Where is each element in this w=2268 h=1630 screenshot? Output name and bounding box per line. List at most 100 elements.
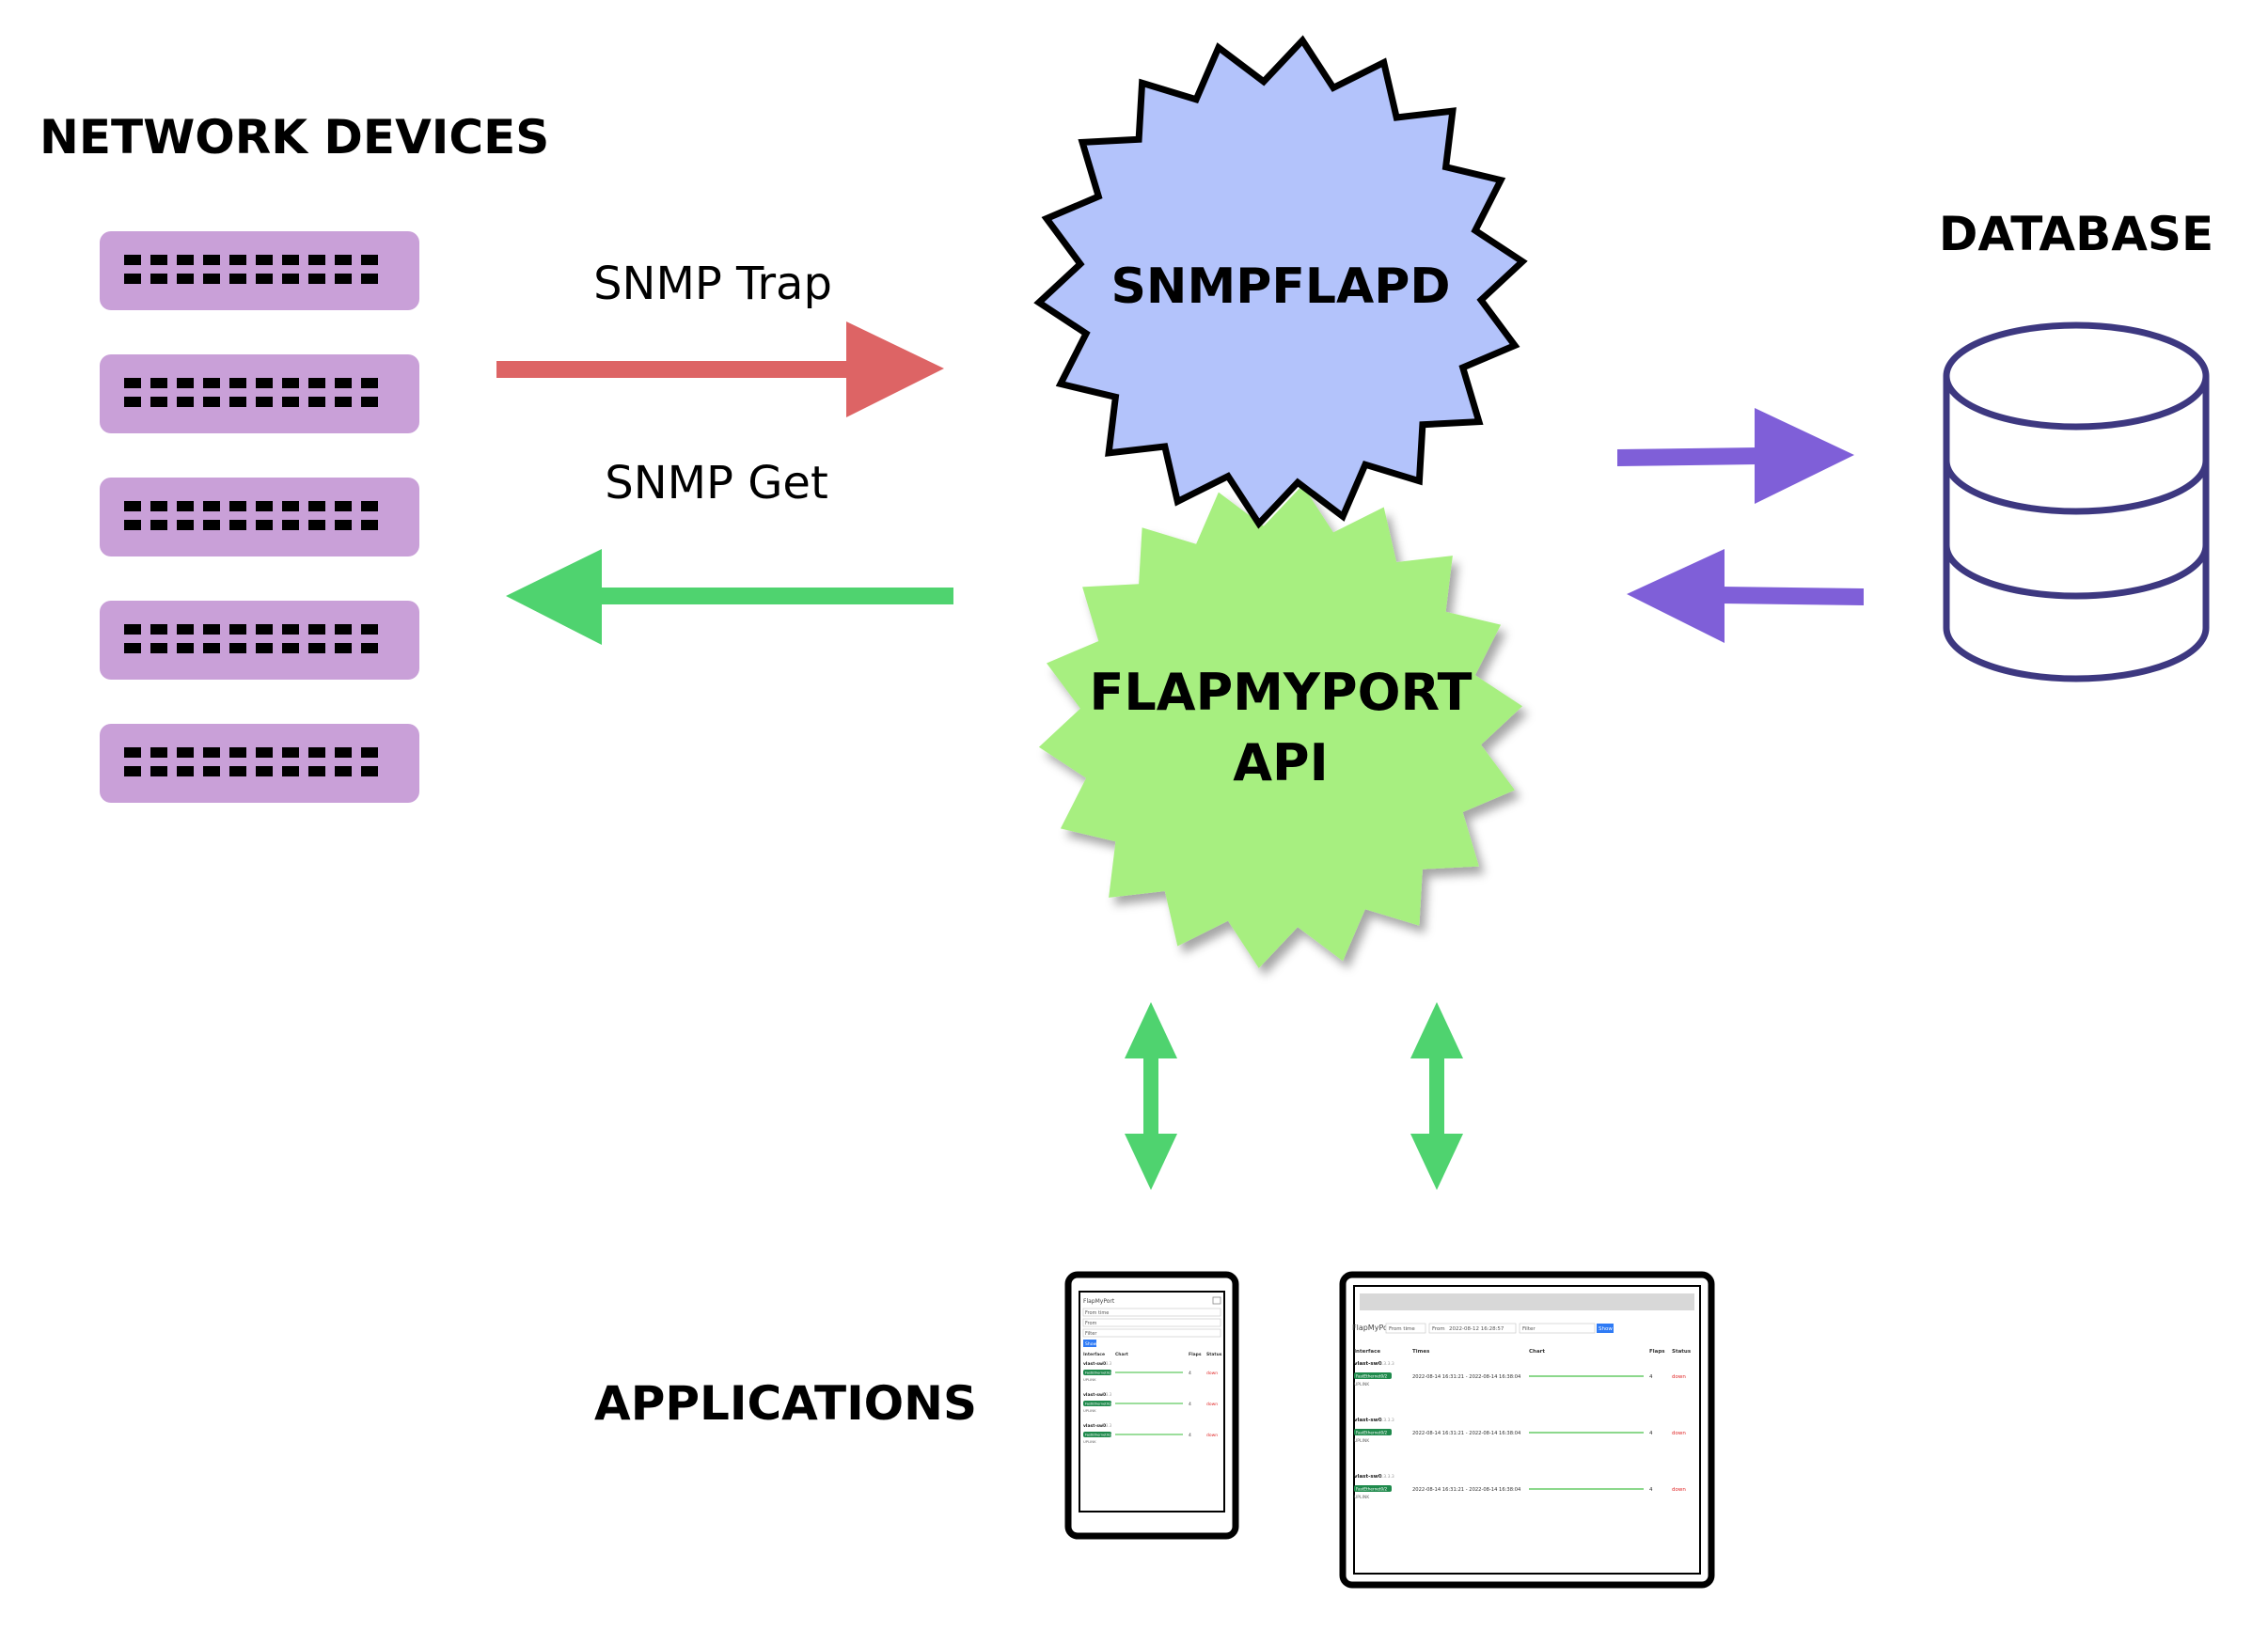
interface-desc: UPLINK bbox=[1083, 1377, 1096, 1382]
switch-port bbox=[308, 643, 325, 653]
interface-desc: UPLINK bbox=[1083, 1439, 1096, 1444]
switch-port bbox=[256, 624, 273, 635]
switch-port bbox=[150, 747, 167, 758]
switch-port bbox=[256, 747, 273, 758]
flapmyport-api-node: FLAPMYPORT API bbox=[1038, 485, 1523, 968]
tablet-time-select[interactable] bbox=[1082, 1308, 1221, 1317]
switch-port bbox=[335, 397, 352, 407]
switch-port bbox=[203, 747, 220, 758]
arrow-shaft bbox=[1143, 1053, 1158, 1141]
switch-port bbox=[335, 766, 352, 776]
switch-port bbox=[203, 255, 220, 265]
switch-port bbox=[229, 274, 246, 284]
switch-port bbox=[229, 643, 246, 653]
host-ip: 3.3.3 bbox=[1102, 1423, 1112, 1428]
laptop-filter-label: Filter bbox=[1522, 1326, 1536, 1332]
laptop-filter-input[interactable] bbox=[1519, 1323, 1596, 1334]
port-status: down bbox=[1672, 1487, 1686, 1493]
switch-port bbox=[256, 501, 273, 511]
switch-body bbox=[100, 724, 419, 803]
api-app-arrow-left bbox=[1125, 1002, 1177, 1190]
switch-port bbox=[177, 274, 194, 284]
switch-port bbox=[150, 397, 167, 407]
laptop-table-row[interactable]: vlast-sw03.3.3.3FastEthernet0/2UPLINK202… bbox=[1354, 1418, 1686, 1444]
tablet-app-title: FlapMyPort bbox=[1083, 1298, 1115, 1305]
flap-times: 2022-08-14 16:31:21 - 2022-08-14 16:38:0… bbox=[1412, 1487, 1521, 1493]
host-ip: 3.3.3.3 bbox=[1379, 1474, 1394, 1480]
interface-badge bbox=[1354, 1372, 1392, 1379]
tablet-from-input[interactable] bbox=[1082, 1318, 1221, 1327]
host-name: vlast-sw0 bbox=[1354, 1474, 1382, 1480]
switch-port bbox=[229, 501, 246, 511]
interface-badge bbox=[1083, 1432, 1111, 1437]
laptop-header-cell: Interface bbox=[1354, 1349, 1380, 1355]
switch-port bbox=[282, 624, 299, 635]
laptop-header-cell: Flaps bbox=[1649, 1349, 1665, 1355]
switch-port bbox=[335, 624, 352, 635]
laptop-browser-bar bbox=[1360, 1293, 1694, 1310]
interface-desc: UPLINK bbox=[1083, 1408, 1096, 1413]
switch-port bbox=[150, 520, 167, 530]
switch-port bbox=[256, 397, 273, 407]
host-ip: 3.3.3.3 bbox=[1379, 1361, 1394, 1367]
switch-port bbox=[282, 378, 299, 388]
host-name: vlast-sw0 bbox=[1083, 1392, 1106, 1398]
tablet-menu-icon[interactable] bbox=[1212, 1296, 1221, 1305]
switch-port bbox=[308, 255, 325, 265]
host-name: vlast-sw0 bbox=[1083, 1361, 1106, 1367]
laptop-header-cell: Chart bbox=[1529, 1349, 1545, 1355]
switch-port bbox=[335, 501, 352, 511]
switch-port bbox=[308, 766, 325, 776]
laptop-time-select[interactable] bbox=[1385, 1323, 1426, 1334]
laptop-table-row[interactable]: vlast-sw03.3.3.3FastEthernet0/2UPLINK202… bbox=[1354, 1361, 1686, 1387]
flap-times: 2022-08-14 16:31:21 - 2022-08-14 16:38:0… bbox=[1412, 1431, 1521, 1436]
switch-port bbox=[335, 747, 352, 758]
flapmyport-api-label: API bbox=[1233, 733, 1328, 792]
network-switch bbox=[100, 724, 419, 803]
switch-port bbox=[308, 520, 325, 530]
switch-port bbox=[124, 378, 141, 388]
laptop-table-row[interactable]: vlast-sw03.3.3.3FastEthernet0/2UPLINK202… bbox=[1354, 1474, 1686, 1500]
switch-port bbox=[256, 378, 273, 388]
switch-port bbox=[282, 255, 299, 265]
interface-badge-label: FastEthernet0/2 bbox=[1356, 1431, 1388, 1435]
laptop-from-input[interactable] bbox=[1428, 1323, 1517, 1334]
tablet-header-cell: Status bbox=[1206, 1352, 1222, 1357]
switch-port bbox=[177, 378, 194, 388]
snmpflapd-label: SNMPFLAPD bbox=[1110, 259, 1450, 315]
network-switch bbox=[100, 478, 419, 556]
interface-desc: UPLINK bbox=[1354, 1382, 1370, 1387]
interface-badge-label: FastEthernet0/2 bbox=[1356, 1374, 1388, 1379]
flap-count: 4 bbox=[1189, 1402, 1191, 1407]
switch-body bbox=[100, 354, 419, 433]
switch-port bbox=[308, 501, 325, 511]
switch-port bbox=[177, 643, 194, 653]
snmp-trap-label: SNMP Trap bbox=[593, 258, 832, 310]
host-ip: 3.3.3 bbox=[1102, 1392, 1112, 1397]
api-app-arrow-right bbox=[1410, 1002, 1463, 1190]
network-switch bbox=[100, 231, 419, 310]
tablet-filter-input[interactable] bbox=[1082, 1328, 1221, 1338]
laptop-table-body: vlast-sw03.3.3.3FastEthernet0/2UPLINK202… bbox=[1354, 1361, 1686, 1500]
switch-port bbox=[335, 255, 352, 265]
switch-port bbox=[361, 501, 378, 511]
switch-port bbox=[203, 643, 220, 653]
laptop-show-button[interactable] bbox=[1597, 1324, 1614, 1333]
flap-count: 4 bbox=[1649, 1431, 1653, 1436]
laptop-screen bbox=[1353, 1285, 1701, 1575]
switch-body bbox=[100, 231, 419, 310]
switch-body bbox=[100, 478, 419, 556]
interface-badge bbox=[1354, 1485, 1392, 1492]
switch-port bbox=[124, 747, 141, 758]
tablet-show-button[interactable] bbox=[1083, 1340, 1096, 1347]
switch-port bbox=[124, 520, 141, 530]
database-title: DATABASE bbox=[1939, 207, 2213, 261]
flap-count: 4 bbox=[1189, 1371, 1191, 1376]
snmpflapd-starburst bbox=[1033, 35, 1528, 529]
